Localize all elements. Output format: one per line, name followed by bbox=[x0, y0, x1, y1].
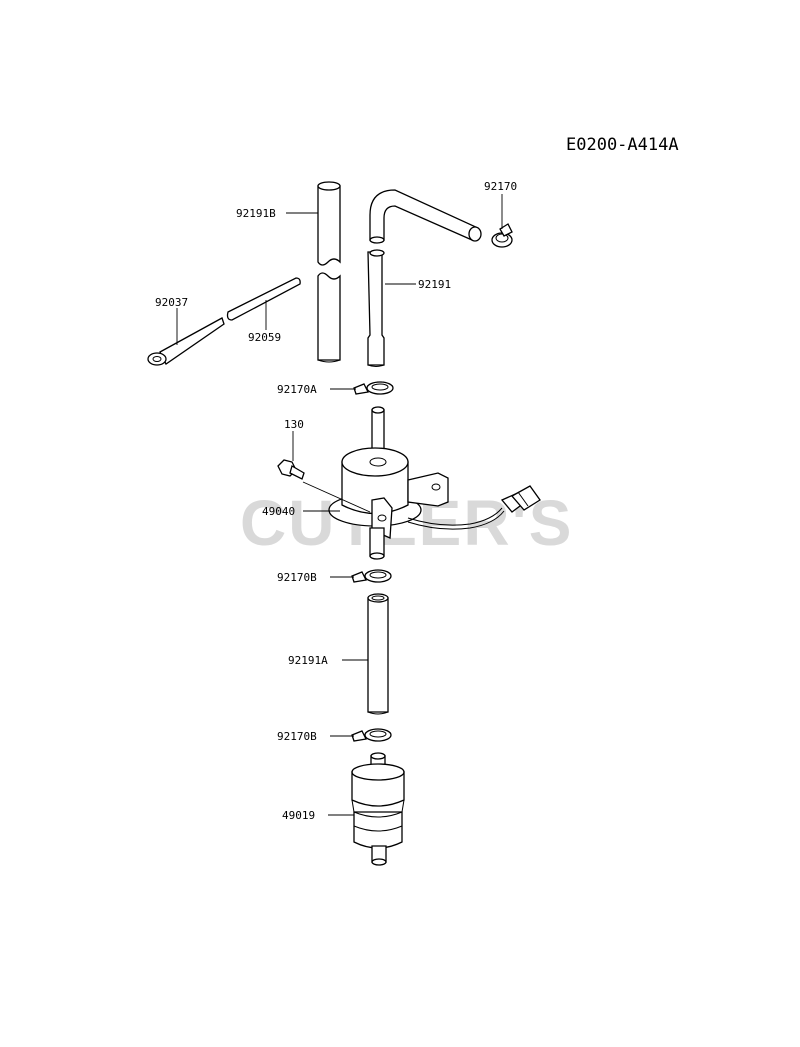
label-92170B-upper[interactable]: 92170B bbox=[277, 571, 317, 584]
label-49019[interactable]: 49019 bbox=[282, 809, 315, 822]
label-92037[interactable]: 92037 bbox=[155, 296, 188, 309]
fuel-filter-49019[interactable] bbox=[351, 752, 405, 866]
label-92170A[interactable]: 92170A bbox=[277, 383, 317, 396]
label-92191[interactable]: 92191 bbox=[418, 278, 451, 291]
label-130[interactable]: 130 bbox=[284, 418, 304, 431]
label-92059[interactable]: 92059 bbox=[248, 331, 281, 344]
hose-92191[interactable] bbox=[367, 189, 482, 367]
fuel-pump-49040[interactable] bbox=[328, 406, 541, 560]
diagram-code: E0200-A414A bbox=[566, 135, 679, 155]
hose-92191B[interactable] bbox=[317, 181, 341, 363]
hose-92191A[interactable] bbox=[367, 593, 389, 715]
strap-92037[interactable] bbox=[147, 317, 225, 366]
clamp-92170[interactable] bbox=[491, 223, 513, 248]
label-92191B[interactable]: 92191B bbox=[236, 207, 276, 220]
label-92170[interactable]: 92170 bbox=[484, 180, 517, 193]
bolt-130[interactable] bbox=[277, 459, 305, 480]
leader-130-to-pump bbox=[302, 481, 371, 513]
label-92191A[interactable]: 92191A bbox=[288, 654, 328, 667]
clamp-92170B-lower[interactable] bbox=[351, 728, 392, 742]
label-49040[interactable]: 49040 bbox=[262, 505, 295, 518]
clamp-92170B-upper[interactable] bbox=[351, 569, 392, 583]
clamp-92170A[interactable] bbox=[353, 381, 394, 395]
rod-92059[interactable] bbox=[226, 277, 301, 321]
label-92170B-lower[interactable]: 92170B bbox=[277, 730, 317, 743]
